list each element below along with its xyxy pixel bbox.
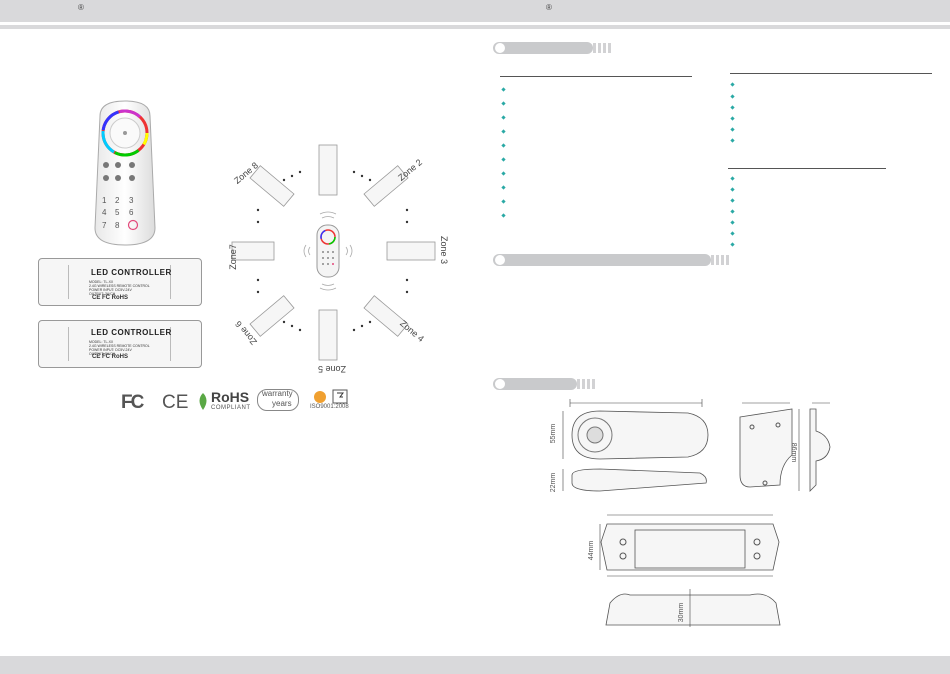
section-header-1-fade [593,43,613,53]
iso-badge-icon [314,389,348,404]
section-header-1 [493,42,593,54]
controller-side-drawing [605,589,781,627]
controller-spec-line: OUTPUT: 3A/CH [89,352,116,356]
list-3-rule [728,168,886,169]
section-header-2 [493,254,711,266]
rohs-compliant: COMPLIANT [211,405,251,411]
warranty-badge [257,389,299,411]
iso-label: ISO9001:2008 [310,404,349,410]
fc-logo: FC [121,392,144,413]
remote-top-drawing [562,399,709,492]
ce-logo: CE [162,392,189,413]
svg-text:2: 2 [115,196,120,205]
svg-text:6: 6 [129,208,134,217]
controller-title: LED CONTROLLER [91,268,172,277]
controller-marks: CE FC RoHS [92,354,128,360]
zone-label: Zone 5 [318,364,347,374]
holder-drawing [739,402,831,492]
controller-spec-line: 2.4G WIRELESS REMOTE CONTROL [89,344,150,348]
svg-text:1: 1 [102,196,107,205]
controller-spec-line: MODEL: TL-XX [89,280,114,284]
svg-text:3: 3 [129,196,134,205]
controller-spec-line: OUTPUT: 3A/CH [89,292,116,296]
section-header-3-fade [577,379,597,389]
zone-label: Zone7 [227,244,238,270]
controller-top-drawing [599,514,780,577]
controller-marks: CE FC RoHS [92,295,128,301]
warranty-years: years [272,399,292,408]
dimension-label: 30mm [678,602,686,623]
top-bar: ® ® [0,0,950,22]
list-1-rule [500,76,692,77]
led-controller-1: LED CONTROLLER MODEL: TL-XX 2.4G WIRELES… [38,258,202,306]
registered-mark-right: ® [546,3,552,12]
dimension-label: 22mm [550,472,558,493]
svg-text:7: 7 [102,221,107,230]
svg-text:4: 4 [102,208,107,217]
list-2-rule [730,73,932,74]
controller-title: LED CONTROLLER [91,328,172,337]
led-controller-2: LED CONTROLLER MODEL: TL-XX 2.4G WIRELES… [38,320,202,368]
controller-spec-line: 2.4G WIRELESS REMOTE CONTROL [89,284,150,288]
top-divider [0,25,950,29]
zone-label: Zone 3 [439,235,450,265]
section-header-3 [493,378,577,390]
dimension-label: 55mm [550,423,558,444]
svg-text:8: 8 [115,221,120,230]
rohs-logo: RoHS [211,389,250,405]
dimension-label: 44mm [588,540,596,561]
registered-mark-left: ® [78,3,84,12]
controller-spec-line: POWER INPUT: DC5V-24V [89,348,132,352]
bottom-bar [0,656,950,674]
warranty-text: warranty [262,389,293,398]
dimension-label: 86mm [790,442,798,463]
section-header-2-fade [711,255,731,265]
svg-text:5: 5 [115,208,120,217]
controller-spec-line: POWER INPUT: DC5V-24V [89,288,132,292]
leaf-icon [199,393,207,410]
controller-spec-line: MODEL: TL-XX [89,340,114,344]
zone-diagram [231,144,436,361]
